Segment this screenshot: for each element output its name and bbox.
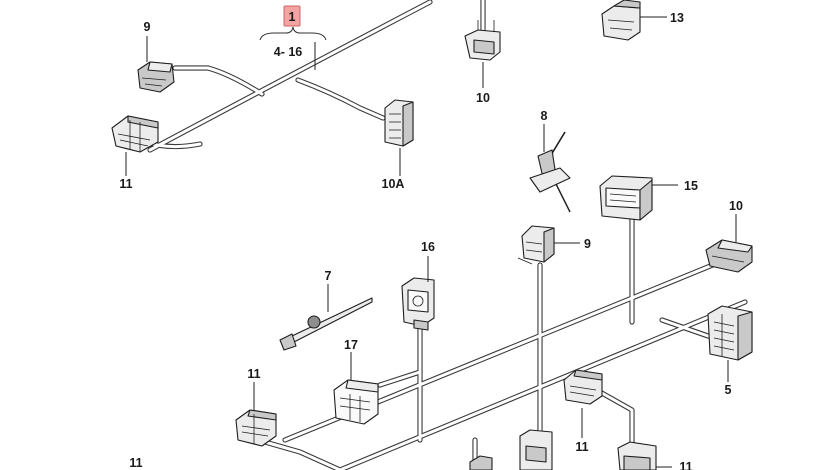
label-17: 17 [344, 338, 358, 352]
connector-9-upper [137, 61, 175, 93]
upper-harness-wires [142, 0, 486, 153]
connector-17 [333, 379, 379, 425]
connector-11-upper-left [111, 115, 159, 153]
part-labels: 9 10 13 11 10A 8 15 10 16 9 7 17 11 5 11… [119, 11, 743, 470]
label-11-bottom-right: 11 [679, 460, 692, 470]
label-5: 5 [725, 383, 732, 397]
connector-10-right [705, 239, 753, 273]
callout-box [283, 5, 301, 27]
label-8: 8 [541, 109, 548, 123]
label-10-top: 10 [476, 91, 490, 105]
connector-10-top [464, 20, 501, 61]
label-11-left: 11 [119, 177, 132, 191]
clip-8 [529, 131, 571, 213]
label-9-middle: 9 [584, 237, 591, 251]
label-11-bottom-left: 11 [129, 456, 142, 470]
label-10a: 10A [382, 177, 405, 191]
lower-harness-wires [262, 212, 748, 470]
callout-brace [259, 26, 327, 41]
connector-11-bottom-center [519, 429, 553, 470]
callout-number: 1 [289, 10, 296, 24]
connector-5 [707, 305, 753, 361]
label-7: 7 [325, 269, 332, 283]
label-10-right: 10 [729, 199, 743, 213]
connector-11-lower-left [235, 409, 277, 447]
cable-tie-7 [279, 297, 373, 351]
connector-11-center [563, 369, 603, 405]
connector-16 [401, 277, 435, 331]
label-13: 13 [670, 11, 684, 25]
leader-lines [125, 16, 737, 468]
connector-bottom-small [469, 455, 493, 470]
connector-10a [384, 99, 414, 147]
connector-9-middle [517, 225, 555, 265]
label-16: 16 [421, 240, 435, 254]
label-11-lower-left: 11 [247, 367, 260, 381]
callout-range: 4- 16 [274, 45, 303, 59]
label-15: 15 [684, 179, 698, 193]
callout-group: 1 4- 16 [259, 5, 327, 59]
label-9-top: 9 [144, 20, 151, 34]
connector-15 [599, 175, 653, 221]
connector-11-bottom-right [617, 441, 657, 470]
label-11-center: 11 [575, 440, 588, 454]
connector-13 [601, 0, 641, 41]
